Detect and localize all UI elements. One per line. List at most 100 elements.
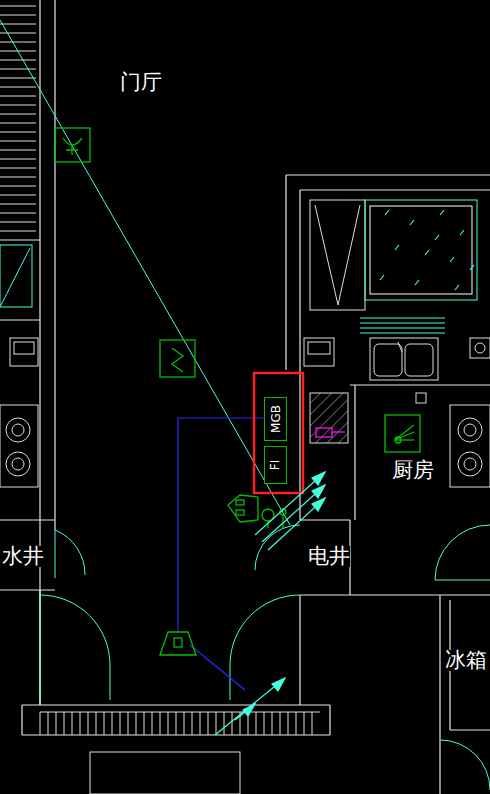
plan-stroke [0,589,55,590]
plan-stroke [136,712,137,735]
plan-stroke [365,200,477,300]
plan-stroke [312,485,325,498]
plan-stroke [304,338,334,366]
plan-stroke [398,342,402,352]
kitchen-window [310,200,477,310]
plan-stroke [64,712,65,735]
plan-stroke [300,594,490,595]
plan-stroke [272,712,273,735]
plan-stroke [40,712,320,713]
plan-stroke [235,704,255,720]
plan-stroke [0,6,36,7]
plan-stroke [236,500,244,505]
plan-stroke [416,393,426,403]
plan-stroke [395,437,401,443]
plan-stroke [0,150,36,151]
plan-stroke [10,338,38,366]
highlight-frame [254,373,303,493]
plan-stroke [470,265,474,270]
plan-stroke [415,280,419,285]
plan-stroke [48,712,49,735]
plan-stroke [216,712,217,735]
hatched-appliance [310,393,348,443]
plan-stroke [236,510,244,515]
plan-stroke [360,323,445,324]
plan-stroke [160,712,161,735]
shaft-name: 水井 [2,546,44,567]
plan-stroke [354,385,355,520]
electrical-symbols [55,128,420,655]
plan-stroke [152,712,153,735]
plan-stroke [0,60,36,61]
plan-stroke [0,159,36,160]
plan-stroke [55,530,85,575]
plan-stroke [192,712,193,735]
plan-stroke [385,210,389,215]
plan-stroke [21,705,22,735]
plan-stroke [395,432,414,440]
plan-stroke [160,632,196,655]
plan-stroke [312,712,313,735]
plan-stroke [410,220,414,225]
plan-stroke [370,338,438,380]
plan-stroke [55,128,90,162]
plan-stroke [374,344,402,376]
plan-stroke [255,525,300,570]
plan-stroke [460,230,464,235]
plan-stroke [435,525,490,580]
magenta-outlet [316,428,332,437]
plan-stroke [168,712,169,735]
plan-stroke [0,213,36,214]
plan-stroke [475,343,485,353]
plan-stroke [172,348,183,372]
plan-stroke [178,418,264,632]
plan-stroke [160,340,195,377]
plan-stroke [350,384,490,385]
plan-stroke [0,78,36,79]
plan-stroke [0,519,55,520]
plan-stroke [0,15,36,16]
plan-stroke [464,458,476,470]
plan-stroke [120,712,121,735]
plan-stroke [0,96,36,97]
plan-stroke [0,132,36,133]
plan-stroke [360,318,445,319]
plan-stroke [0,42,36,43]
plan-stroke [288,712,289,735]
plan-stroke [174,638,182,647]
entry-platform [90,752,240,794]
plan-stroke [0,168,36,169]
plan-stroke [312,498,325,511]
plan-stroke [215,678,285,735]
plan-stroke [88,712,89,735]
plan-stroke [40,595,110,700]
plan-stroke [440,210,444,215]
plan-stroke [425,250,429,255]
plan-stroke [262,485,325,542]
plan-stroke [104,712,105,735]
plan-stroke [458,452,482,476]
cable-arrows [215,472,325,735]
plan-stroke [286,174,490,175]
plan-stroke [380,275,384,280]
plan-stroke [22,704,330,705]
plan-stroke [243,704,255,716]
plan-stroke [280,712,281,735]
plan-stroke [464,424,476,436]
plan-stroke [12,458,24,470]
plan-stroke [0,222,36,223]
plan-stroke [63,138,82,155]
plan-stroke [395,425,414,440]
plan-stroke [450,729,490,730]
plan-stroke [112,712,113,735]
plan-stroke [329,705,330,735]
plan-stroke [300,189,490,190]
plan-stroke [370,206,472,294]
plan-stroke [0,105,36,106]
plan-stroke [0,405,38,487]
plan-stroke [0,195,36,196]
plan-stroke [39,0,40,705]
plan-stroke [176,712,177,735]
